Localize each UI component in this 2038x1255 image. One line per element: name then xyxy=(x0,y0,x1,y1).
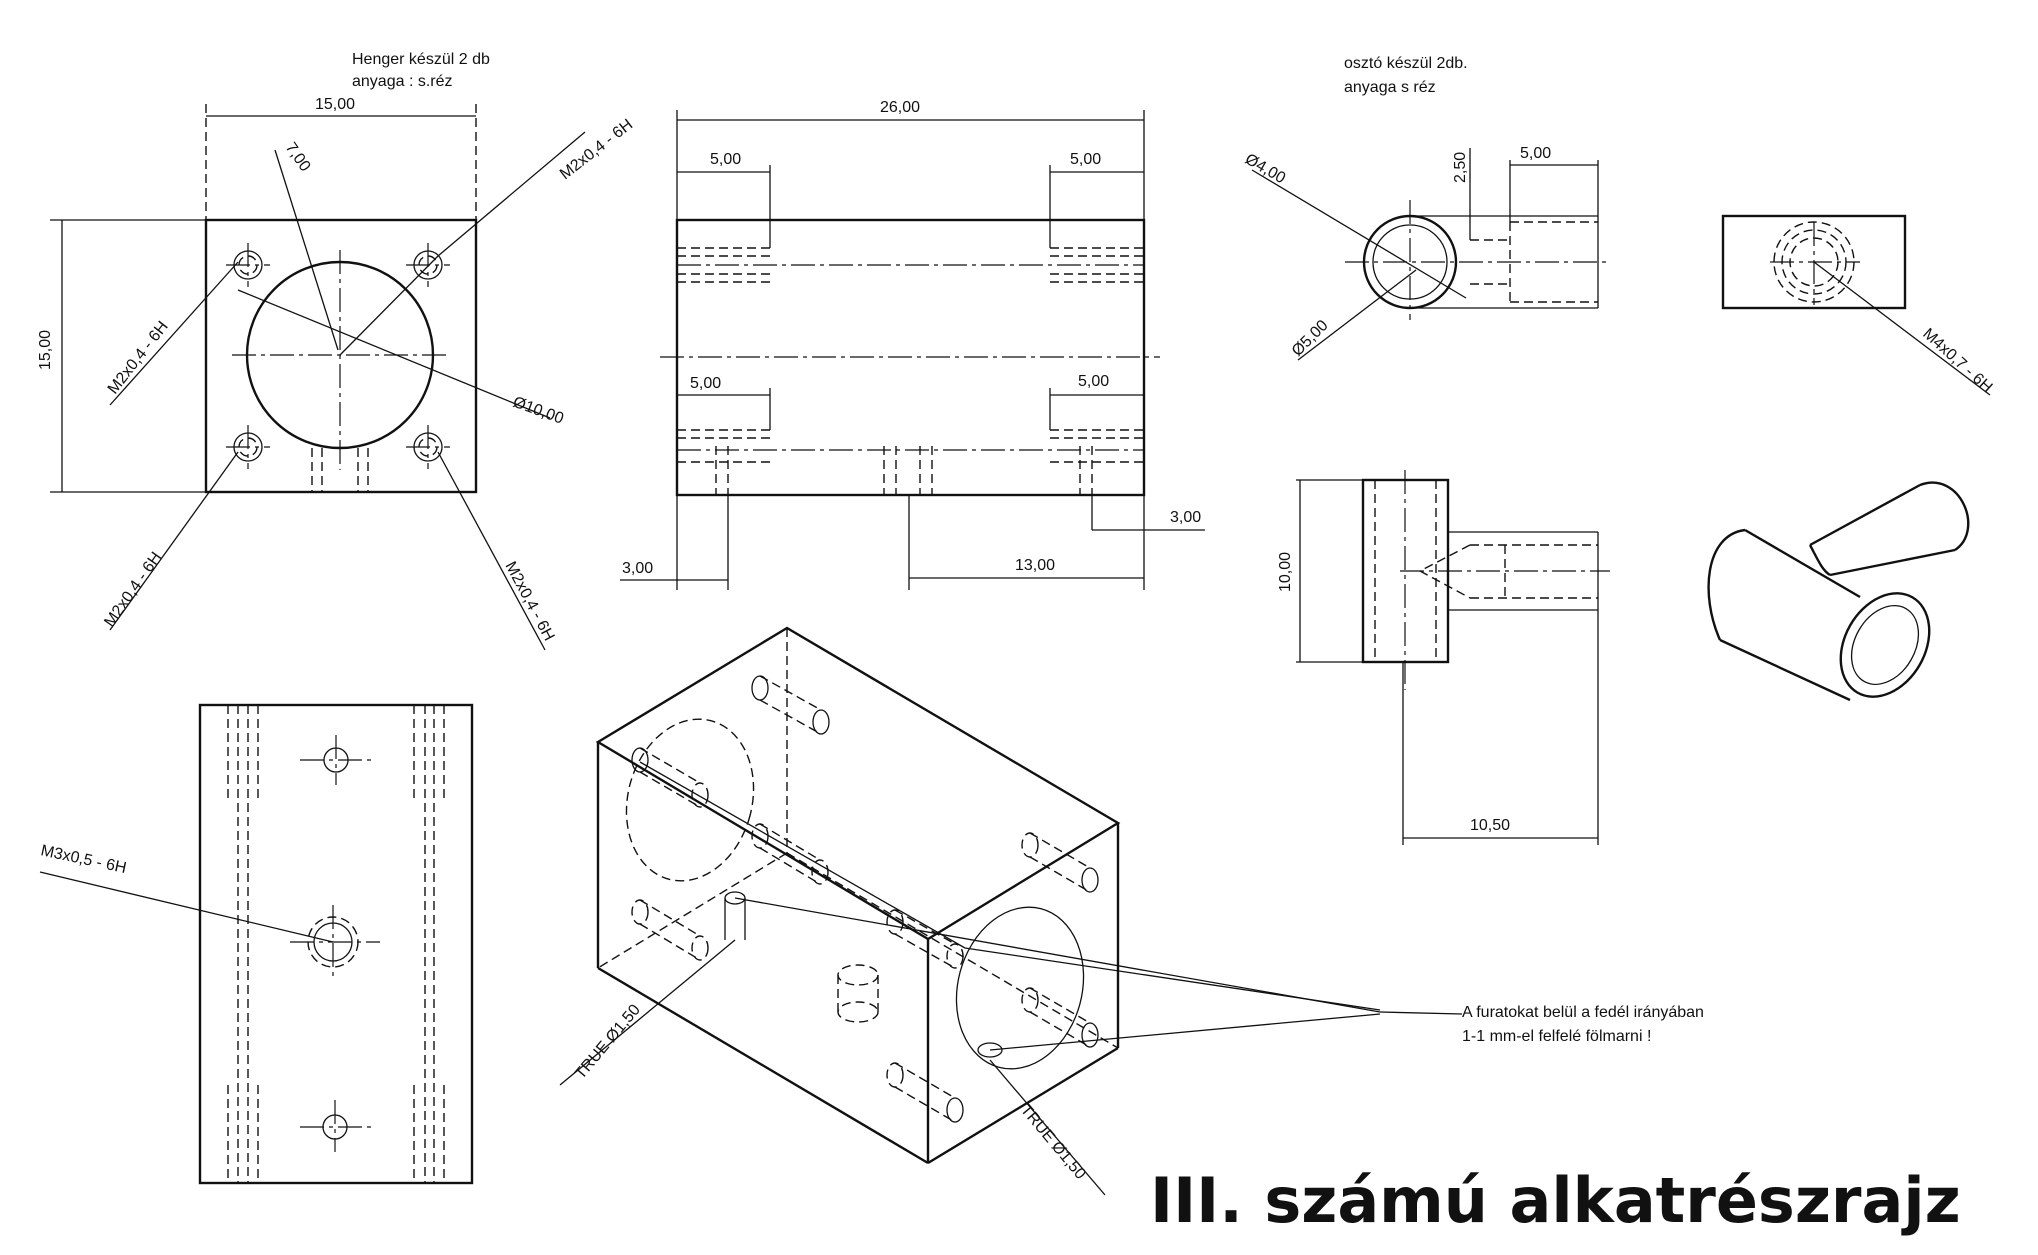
note-oszto-material: anyaga s réz xyxy=(1344,79,1436,96)
dim-true-1: TRUE Ø1,50 xyxy=(572,1001,644,1082)
dim-thread-br: M2x0,4 - 6H xyxy=(501,559,557,644)
note-henger-material: anyaga : s.réz xyxy=(352,73,453,90)
note-oszto-qty: osztó készül 2db. xyxy=(1344,55,1468,72)
dim-top-5-right: 5,00 xyxy=(1070,151,1101,168)
front-view xyxy=(50,104,586,651)
dim-diameter-5: Ø5,00 xyxy=(1289,317,1332,360)
dim-thread-tr: M2x0,4 - 6H xyxy=(557,116,636,183)
note-furat-line1: A furatokat belül a fedél irányában xyxy=(1462,1004,1704,1021)
dim-length-26: 26,00 xyxy=(880,99,920,116)
dim-thread-m4: M4x0,7 - 6H xyxy=(1919,325,1995,396)
hole-tr xyxy=(406,243,450,287)
hole-tl xyxy=(226,243,270,287)
note-furat-line2: 1-1 mm-el felfelé fölmarni ! xyxy=(1462,1028,1651,1045)
dim-true-2: TRUE Ø1,50 xyxy=(1017,1102,1089,1183)
dim-length-10-5: 10,50 xyxy=(1470,817,1510,834)
dim-top-5-left: 5,00 xyxy=(710,151,741,168)
page-title: III. számú alkatrészrajz xyxy=(1150,1164,1961,1237)
dim-bottom-5-right: 5,00 xyxy=(1078,373,1109,390)
dim-thread-m3: M3x0,5 - 6H xyxy=(39,842,128,877)
hole-bl xyxy=(226,425,270,469)
dim-height-15: 15,00 xyxy=(37,330,54,370)
dim-height-10: 10,00 xyxy=(1277,552,1294,592)
side-view xyxy=(620,110,1205,590)
note-henger-qty: Henger készül 2 db xyxy=(352,51,490,68)
hole-br xyxy=(406,425,450,469)
dim-width-15: 15,00 xyxy=(315,96,355,113)
distributor-front-view xyxy=(1251,148,1610,361)
dim-diameter-4: Ø4,00 xyxy=(1242,151,1288,188)
dim-offset-3-right: 3,00 xyxy=(1170,509,1201,526)
dim-diameter-10: Ø10,00 xyxy=(511,394,566,428)
dim-bottom-5-left: 5,00 xyxy=(690,375,721,392)
distributor-side-view xyxy=(1296,470,1610,845)
dim-thread-tl: M2x0,4 - 6H xyxy=(105,318,172,397)
dim-offset-5: 5,00 xyxy=(1520,145,1551,162)
isometric-t-pipe xyxy=(1707,481,1970,702)
dim-offset-3-left: 3,00 xyxy=(622,560,653,577)
distributor-top-view xyxy=(1721,214,1991,396)
dim-length-13: 13,00 xyxy=(1015,557,1055,574)
isometric-view xyxy=(559,626,1463,1196)
dim-radius-7: 7,00 xyxy=(282,140,314,175)
dim-height-2-5: 2,50 xyxy=(1452,152,1469,183)
bottom-view xyxy=(39,703,474,1185)
dim-thread-bl: M2x0,4 - 6H xyxy=(101,549,165,630)
